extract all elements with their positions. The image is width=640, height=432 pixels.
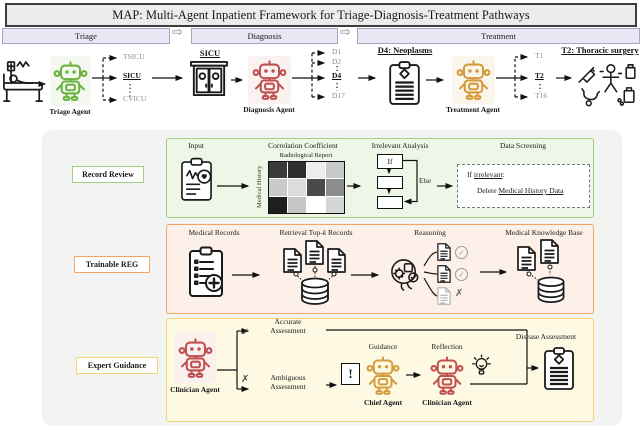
diagnosis-agent-label: Diagnosis Agent (243, 105, 295, 114)
sicu-door-icon (190, 61, 228, 97)
heatmap-cell (307, 196, 325, 213)
code-d4-selected: D4 (332, 71, 342, 80)
data-screening-box: If irrelevant: Delete Medical History Da… (457, 164, 590, 208)
screening-action: Delete Medical History Data (477, 186, 564, 195)
diagnosis-agent-robot-icon (248, 56, 291, 104)
heatmap-cell (269, 179, 287, 196)
cross-icon: ✗ (241, 374, 250, 385)
reflection-title: Reflection (431, 342, 463, 351)
code-d17: D17 (332, 91, 345, 100)
heatmap-cell (326, 162, 344, 179)
flow-step-box (377, 196, 403, 209)
kb-doc-icon (540, 239, 559, 264)
medical-records-clipboard-icon (188, 246, 226, 298)
treatment-agent-robot-icon (452, 56, 495, 104)
data-screening-title: Data Screening (499, 141, 547, 150)
record-doc-icon (283, 248, 302, 273)
thoracic-surgery-icons (576, 60, 638, 108)
chief-agent-label: Chief Agent (363, 398, 403, 407)
retrieval-title: Retrieval Top-k Records (279, 228, 353, 237)
medical-records-title: Medical Records (188, 228, 240, 237)
phase-diagnosis: Diagnosis (191, 28, 338, 44)
unit-sicu-selected: SICU (123, 71, 141, 80)
clinician-agent2-label: Clinician Agent (422, 398, 472, 407)
input-title: Input (188, 141, 204, 150)
phase-treatment: Treatment (357, 28, 640, 44)
heatmap-cell (288, 162, 306, 179)
triage-agent-label: Triage Agent (49, 107, 91, 116)
ward-label: SICU (199, 48, 221, 58)
figure-title: MAP: Multi-Agent Inpatient Framework for… (5, 3, 637, 27)
database-icon (536, 276, 566, 304)
knowledge-base-title: Medical Knowledge Base (505, 228, 583, 237)
reasoning-title: Reasoning (414, 228, 446, 237)
record-doc-icon (305, 240, 324, 265)
unit-tsicu: TSICU (123, 52, 145, 61)
disease-assessment-clipboard-icon (543, 346, 575, 392)
accept-check-icon: ✓ (455, 268, 468, 281)
unit-cvicu: CVICU (123, 94, 147, 103)
treatment-agent-label: Treatment Agent (445, 105, 501, 114)
candidate-doc-icon (437, 243, 451, 261)
lightbulb-icon (471, 354, 492, 379)
correlation-heatmap (268, 161, 345, 214)
heatmap-cell (326, 179, 344, 196)
heatmap-cell (269, 196, 287, 213)
disease-assessment-title: Disease Assessment (515, 332, 577, 341)
candidate-doc-icon (437, 265, 451, 283)
phase-triage: Triage (2, 28, 170, 44)
diagnosis-result-label: D4: Neoplasms (377, 45, 433, 55)
accept-check-icon: ✓ (455, 246, 468, 259)
heatmap-cell (288, 179, 306, 196)
code-t1: T1 (535, 51, 544, 60)
guidance-title: Guidance (368, 342, 398, 351)
patient-bed-icon (2, 60, 44, 104)
record-review-label: Record Review (72, 166, 144, 183)
expert-guidance-label: Expert Guidance (76, 357, 158, 374)
chief-agent-robot-icon (362, 353, 404, 399)
input-clipboard-icon (180, 157, 213, 202)
triage-agent-robot-icon (50, 56, 91, 106)
code-t2-selected: T2 (535, 71, 544, 80)
code-d1: D1 (332, 47, 342, 56)
reject-cross-icon: ✗ (455, 288, 464, 299)
clinician-agent-label: Clinician Agent (170, 385, 220, 394)
heatmap-x-label: Radiological Report (279, 152, 333, 159)
irrelevant-analysis-title: Irrelevant Analysis (371, 141, 429, 150)
record-doc-icon (327, 248, 346, 273)
diagnosis-report-icon (388, 61, 421, 106)
code-d2: D2 (332, 57, 342, 66)
correlation-title: Correlation Coefficient (268, 141, 338, 150)
phase-arrow-icon: ⇨ (340, 25, 351, 40)
database-icon (300, 277, 330, 306)
reasoning-brain-icon (388, 257, 423, 292)
phase-arrow-icon: ⇨ (172, 25, 183, 40)
treatment-result-label: T2: Thoracic surgery (561, 45, 639, 55)
rejected-doc-icon (437, 287, 451, 305)
heatmap-cell (326, 196, 344, 213)
clinician-agent-robot-icon (174, 333, 216, 383)
code-t16: T16 (535, 91, 548, 100)
check-icon: ✓ (241, 327, 250, 338)
flow-else-label: Else (419, 177, 432, 185)
kb-doc-icon (517, 246, 536, 271)
heatmap-y-label: Medical History (256, 165, 263, 208)
alert-icon: ! (341, 363, 360, 385)
heatmap-cell (269, 162, 287, 179)
flow-step-box (377, 176, 403, 189)
heatmap-cell (288, 196, 306, 213)
trainable-reg-label: Trainable REG (74, 256, 150, 273)
clinician-agent2-robot-icon (426, 353, 468, 399)
screening-condition: If irrelevant: (467, 170, 505, 179)
heatmap-cell (307, 162, 325, 179)
heatmap-cell (307, 179, 325, 196)
flow-if-box: If (377, 154, 403, 169)
